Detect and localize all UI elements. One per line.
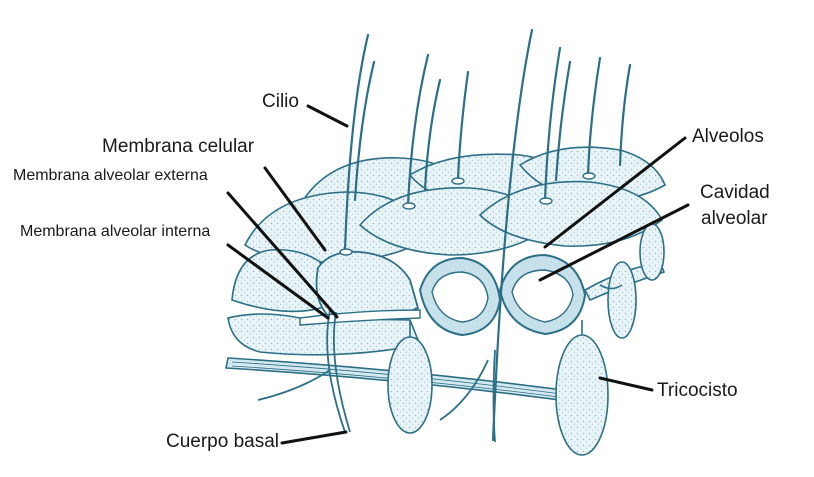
label-membrana-alveolar-externa: Membrana alveolar externa [13,167,208,185]
label-membrana-alveolar-interna: Membrana alveolar interna [20,223,210,241]
label-tricocisto: Tricocisto [657,380,738,402]
label-cilio: Cilio [262,91,299,113]
label-cavidad-alveolar-line2: alveolar [701,208,768,230]
label-alveolos: Alveolos [692,126,764,148]
label-cavidad-alveolar-line1: Cavidad [700,182,770,204]
label-cuerpo-basal: Cuerpo basal [166,431,279,453]
label-membrana-celular: Membrana celular [102,136,254,158]
